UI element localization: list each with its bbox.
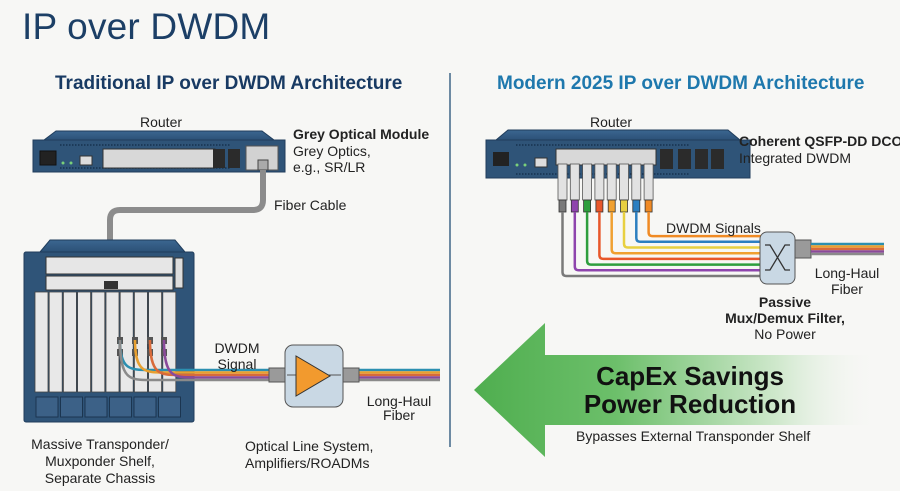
line-card	[91, 291, 106, 393]
line-card	[63, 291, 77, 393]
coherent-modules	[557, 163, 654, 213]
qsfp-dd-module	[557, 163, 568, 201]
module-connector	[583, 199, 591, 213]
section-divider	[449, 73, 451, 447]
qsfp-dd-module	[631, 163, 642, 201]
qsfp-dd-module	[606, 163, 617, 201]
capex-savings-text: CapEx Savings	[596, 361, 784, 391]
wavelength-fiber	[622, 212, 762, 249]
dwdm-signal-label-2: Signal	[217, 356, 257, 372]
line-card	[34, 291, 49, 393]
traditional-architecture-heading: Traditional IP over DWDM Architecture	[55, 73, 403, 94]
fan-tray	[84, 396, 108, 418]
left-long-haul-label-2: Fiber	[383, 407, 415, 423]
wavelength-fiber	[585, 212, 762, 266]
module-connector	[632, 199, 641, 213]
ols-label-1: Optical Line System,	[245, 438, 374, 454]
fan-tray	[158, 396, 181, 418]
mux-cross-icon	[765, 244, 790, 271]
qsfp-dd-module	[582, 163, 592, 201]
left-fiber	[133, 339, 269, 374]
coherent-module-title: Coherent QSFP-DD DCO,	[739, 133, 900, 149]
right-long-haul-bundle	[811, 242, 884, 256]
left-fiber	[118, 339, 269, 382]
fan-tray	[109, 396, 132, 418]
qsfp-dd-module	[569, 163, 580, 201]
wavelength-fiber	[598, 212, 762, 261]
fan-tray	[60, 396, 83, 418]
left-router-label: Router	[140, 114, 183, 130]
qsfp-dd-module	[643, 163, 654, 201]
power-reduction-text: Power Reduction	[583, 389, 797, 419]
filter-label-1: Passive	[758, 294, 812, 310]
filter-label-3: No Power	[754, 326, 816, 342]
right-long-haul-label-2: Fiber	[831, 281, 863, 297]
right-wavelength-fibers	[561, 212, 762, 278]
wavelength-fiber	[561, 212, 762, 278]
left-dwdm-bundle	[118, 339, 440, 382]
module-connector	[558, 199, 567, 213]
optical-amplifier	[268, 344, 360, 408]
left-long-haul-label-1: Long-Haul	[366, 393, 432, 409]
fiber-cable-label: Fiber Cable	[274, 197, 347, 213]
dwdm-signals-label: DWDM Signals	[666, 220, 761, 236]
module-connector	[595, 199, 604, 213]
wavelength-fiber	[573, 212, 762, 272]
grey-module-title: Grey Optical Module	[293, 126, 430, 142]
fiber-cable	[107, 170, 266, 242]
amplifier-triangle-icon	[295, 355, 331, 397]
bypass-caption: Bypasses External Transponder Shelf	[576, 428, 811, 444]
power-socket-icon	[39, 150, 57, 166]
shelf-label-3: Separate Chassis	[44, 470, 156, 486]
right-long-haul-label-1: Long-Haul	[814, 265, 880, 281]
passive-mux-filter	[759, 231, 812, 285]
grey-optical-module	[245, 145, 279, 171]
ols-label-2: Amplifiers/ROADMs	[245, 455, 370, 471]
wavelength-fiber	[635, 212, 762, 244]
shelf-label-1: Massive Transponder/	[31, 436, 169, 452]
left-fiber	[162, 339, 269, 379]
wavelength-fiber	[610, 212, 762, 255]
grey-module-desc-1: Grey Optics,	[293, 143, 371, 159]
fan-tray	[35, 396, 59, 418]
dwdm-signal-label-1: DWDM	[214, 340, 260, 356]
fan-trays	[35, 396, 181, 418]
shelf-label-2: Muxponder Shelf,	[45, 453, 155, 469]
module-connector	[620, 199, 628, 213]
left-router	[32, 130, 286, 173]
qsfp-dd-module	[594, 163, 605, 201]
grey-module-desc-2: e.g., SR/LR	[293, 159, 366, 175]
wavelength-fiber	[647, 212, 762, 238]
coherent-module-desc: Integrated DWDM	[739, 150, 852, 166]
transponder-chassis	[23, 239, 195, 423]
line-card	[48, 291, 63, 393]
benefit-arrow	[474, 323, 878, 457]
ethernet-port-block	[102, 148, 216, 169]
module-connector	[607, 199, 616, 213]
right-router	[485, 129, 751, 179]
filter-label-2: Mux/Demux Filter,	[725, 310, 845, 326]
page-title: IP over DWDM	[22, 6, 271, 47]
module-connector	[570, 199, 579, 213]
right-router-label: Router	[590, 114, 633, 130]
modern-architecture-heading: Modern 2025 IP over DWDM Architecture	[497, 73, 865, 94]
left-fiber	[148, 339, 269, 377]
module-connector	[644, 199, 653, 213]
line-card	[77, 291, 91, 393]
fan-tray	[133, 396, 157, 418]
qsfp-dd-module	[619, 163, 629, 201]
